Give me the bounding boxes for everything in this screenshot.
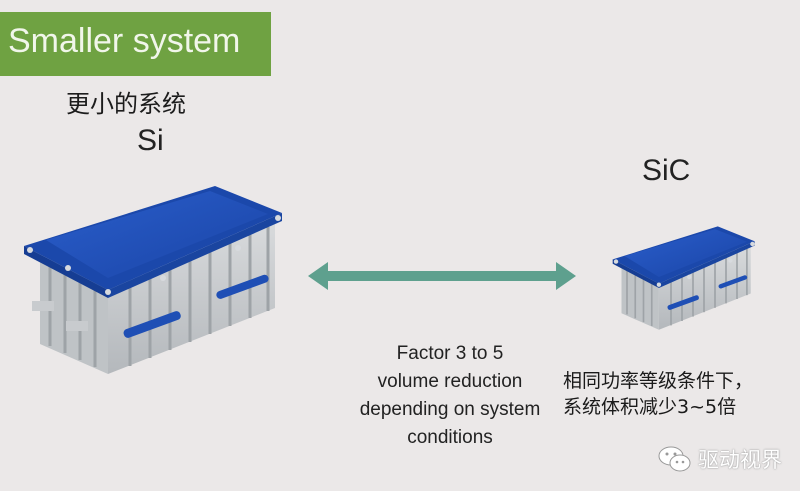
description-cn-line: 系统体积减少3~5倍 (563, 396, 737, 418)
si-label: Si (137, 124, 164, 157)
page-title: Smaller system (8, 22, 241, 60)
title-banner (0, 12, 271, 76)
volume-reduction-description: Factor 3 to 5 volume reduction depending… (332, 340, 568, 452)
sic-label: SiC (642, 154, 691, 187)
wechat-icon (658, 446, 691, 472)
sic-inverter-module-image (612, 226, 755, 330)
description-line: conditions (407, 427, 493, 448)
description-line: Factor 3 to 5 (396, 343, 504, 364)
si-inverter-module-image (24, 186, 282, 374)
description-line: depending on system (359, 399, 541, 420)
comparison-double-arrow (308, 262, 576, 290)
description-cn-line: 相同功率等级条件下， (563, 370, 754, 392)
volume-reduction-description-cn: 相同功率等级条件下， 系统体积减少3~5倍 (563, 368, 753, 420)
page-subtitle-cn: 更小的系统 (66, 90, 186, 118)
arrow-shape (308, 262, 576, 290)
description-line: volume reduction (377, 371, 523, 392)
watermark-text: 驱动视界 (698, 448, 782, 472)
watermark: 驱动视界 (658, 444, 782, 474)
